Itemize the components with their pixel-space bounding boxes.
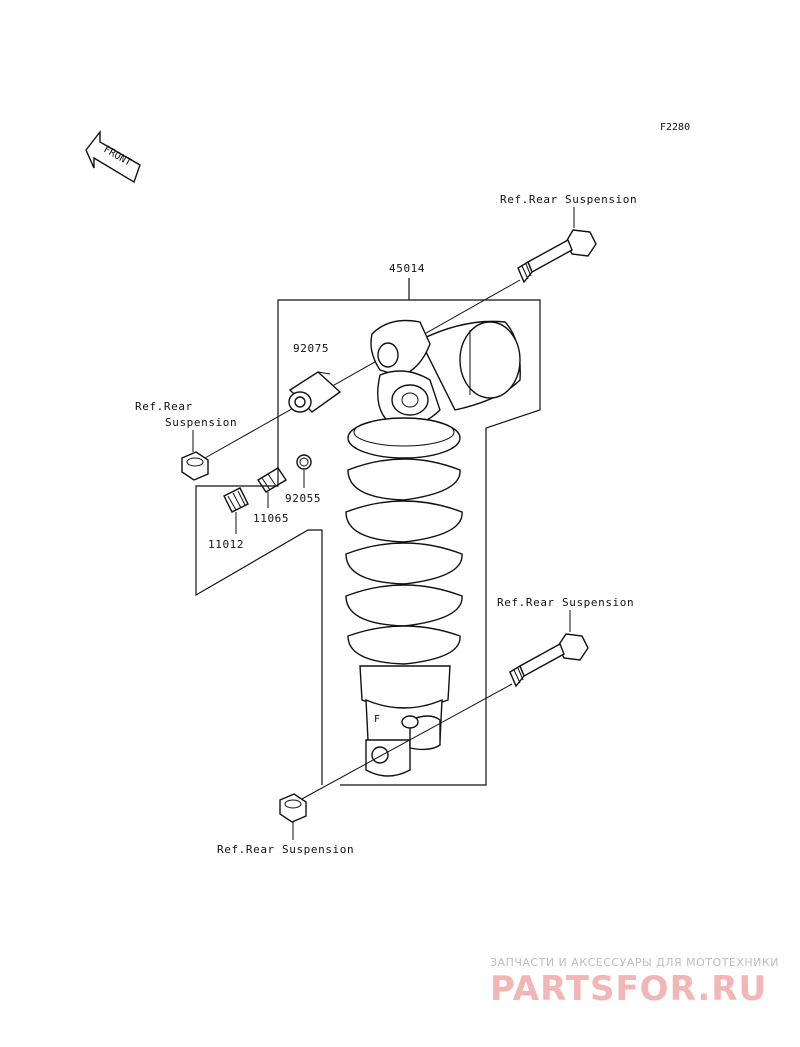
- oring-92055: [296, 454, 312, 470]
- lower-mount-bolt: [509, 633, 589, 688]
- upper-nut: [181, 451, 209, 481]
- ref-label-right: Ref.Rear Suspension: [497, 596, 634, 609]
- shock-absorber-45014: F: [345, 319, 521, 777]
- lower-axis-line: [299, 683, 513, 801]
- cap-11012: [223, 487, 249, 513]
- upper-axis-line: [204, 279, 521, 459]
- part-number-11065: 11065: [253, 512, 289, 525]
- bracket-45014-left: [277, 278, 410, 370]
- watermark-tagline: ЗАПЧАСТИ И АКСЕССУАРЫ ДЛЯ МОТОТЕХНИКИ: [490, 956, 779, 969]
- part-number-45014: 45014: [389, 262, 425, 275]
- front-arrow-icon: FRONT: [85, 129, 141, 184]
- part-number-92055: 92055: [285, 492, 321, 505]
- part-number-92075: 92075: [293, 342, 329, 355]
- bushing-92075: [288, 371, 342, 413]
- bracket-45014-right: [340, 299, 541, 786]
- lower-nut: [279, 793, 307, 823]
- ref-label-top: Ref.Rear Suspension: [500, 193, 637, 206]
- bracket-subassembly: [195, 370, 323, 785]
- part-number-11012: 11012: [208, 538, 244, 551]
- watermark-logo: PARTSFOR.RU: [490, 969, 767, 1009]
- upper-mount-bolt: [517, 229, 597, 284]
- ref-label-left-line1: Ref.Rear: [135, 400, 193, 413]
- ref-label-left-line2: Suspension: [165, 416, 237, 429]
- figure-code: F2280: [660, 122, 690, 133]
- shock-marking: F: [374, 714, 380, 725]
- valve-11065: [257, 467, 287, 493]
- ref-label-bottom: Ref.Rear Suspension: [217, 843, 354, 856]
